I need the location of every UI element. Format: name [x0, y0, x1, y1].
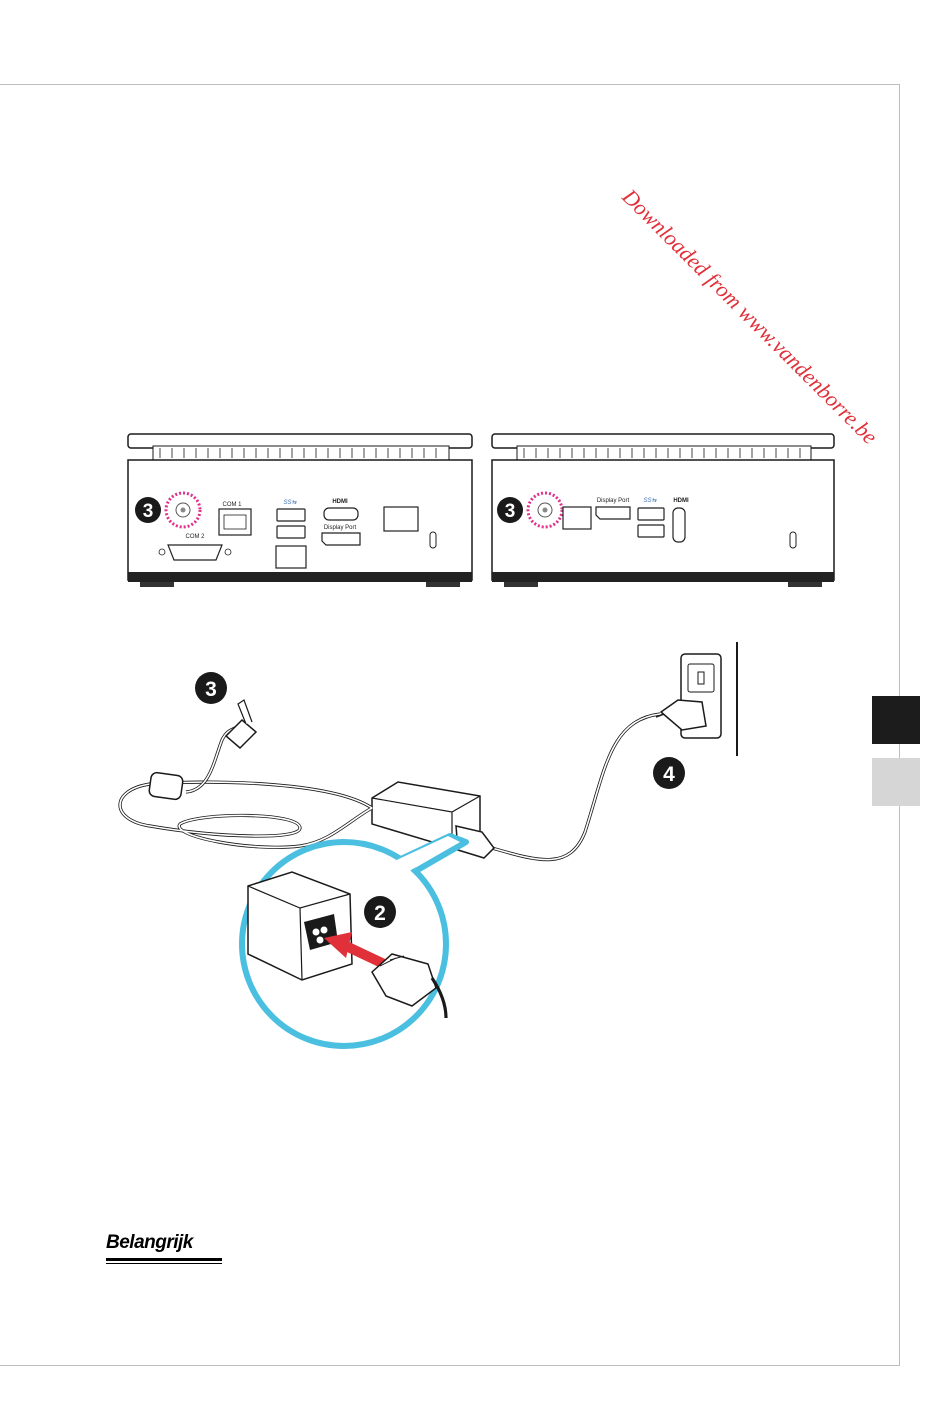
- displayport-label: Display Port: [324, 525, 357, 531]
- hdmi-port-2: [673, 508, 685, 542]
- com1-label: COM 1: [222, 502, 242, 508]
- lan-port-2: [384, 507, 418, 531]
- usb-port-2-bottom: [638, 525, 664, 537]
- important-underline: [106, 1258, 222, 1261]
- hdmi-label: HDMI: [332, 499, 348, 505]
- displayport-port: [322, 533, 360, 545]
- step-badge-3: 3: [143, 501, 154, 522]
- usb-label: SS⇆: [283, 499, 297, 506]
- com2-serial-port: [168, 545, 222, 560]
- dc-plug: [226, 720, 256, 748]
- step-badge-4: 4: [663, 763, 675, 786]
- usb-port-2-top: [638, 508, 664, 520]
- step-badge-2: 2: [374, 902, 386, 925]
- displayport-label-2: Display Port: [597, 498, 630, 504]
- rear-panel-2: 3 Display Port SS⇆ HDMI: [492, 434, 834, 587]
- lan-port-3: [563, 507, 591, 529]
- step-badge-3c: 3: [205, 678, 217, 701]
- usb-label-2: SS⇆: [643, 497, 657, 504]
- power-diagram: 4 3 2: [120, 642, 737, 1046]
- rear-panel-1: 3 COM 1 COM 2 SS⇆ HDMI Display Port: [128, 434, 472, 587]
- step-badge-3b: 3: [505, 501, 516, 522]
- important-heading: Belangrijk: [106, 1232, 193, 1254]
- com2-label: COM 2: [185, 534, 205, 540]
- hdmi-port: [324, 508, 358, 520]
- displayport-port-2: [596, 507, 630, 519]
- lan-port-1: [276, 546, 306, 568]
- important-underline-thin: [106, 1263, 222, 1264]
- kensington-lock: [430, 532, 436, 548]
- usb-port-top: [277, 509, 305, 521]
- wall-plug: [661, 700, 706, 730]
- kensington-lock-2: [790, 532, 796, 548]
- hdmi-label-2: HDMI: [673, 498, 689, 504]
- ferrite-core: [148, 772, 183, 800]
- usb-port-bottom: [277, 526, 305, 538]
